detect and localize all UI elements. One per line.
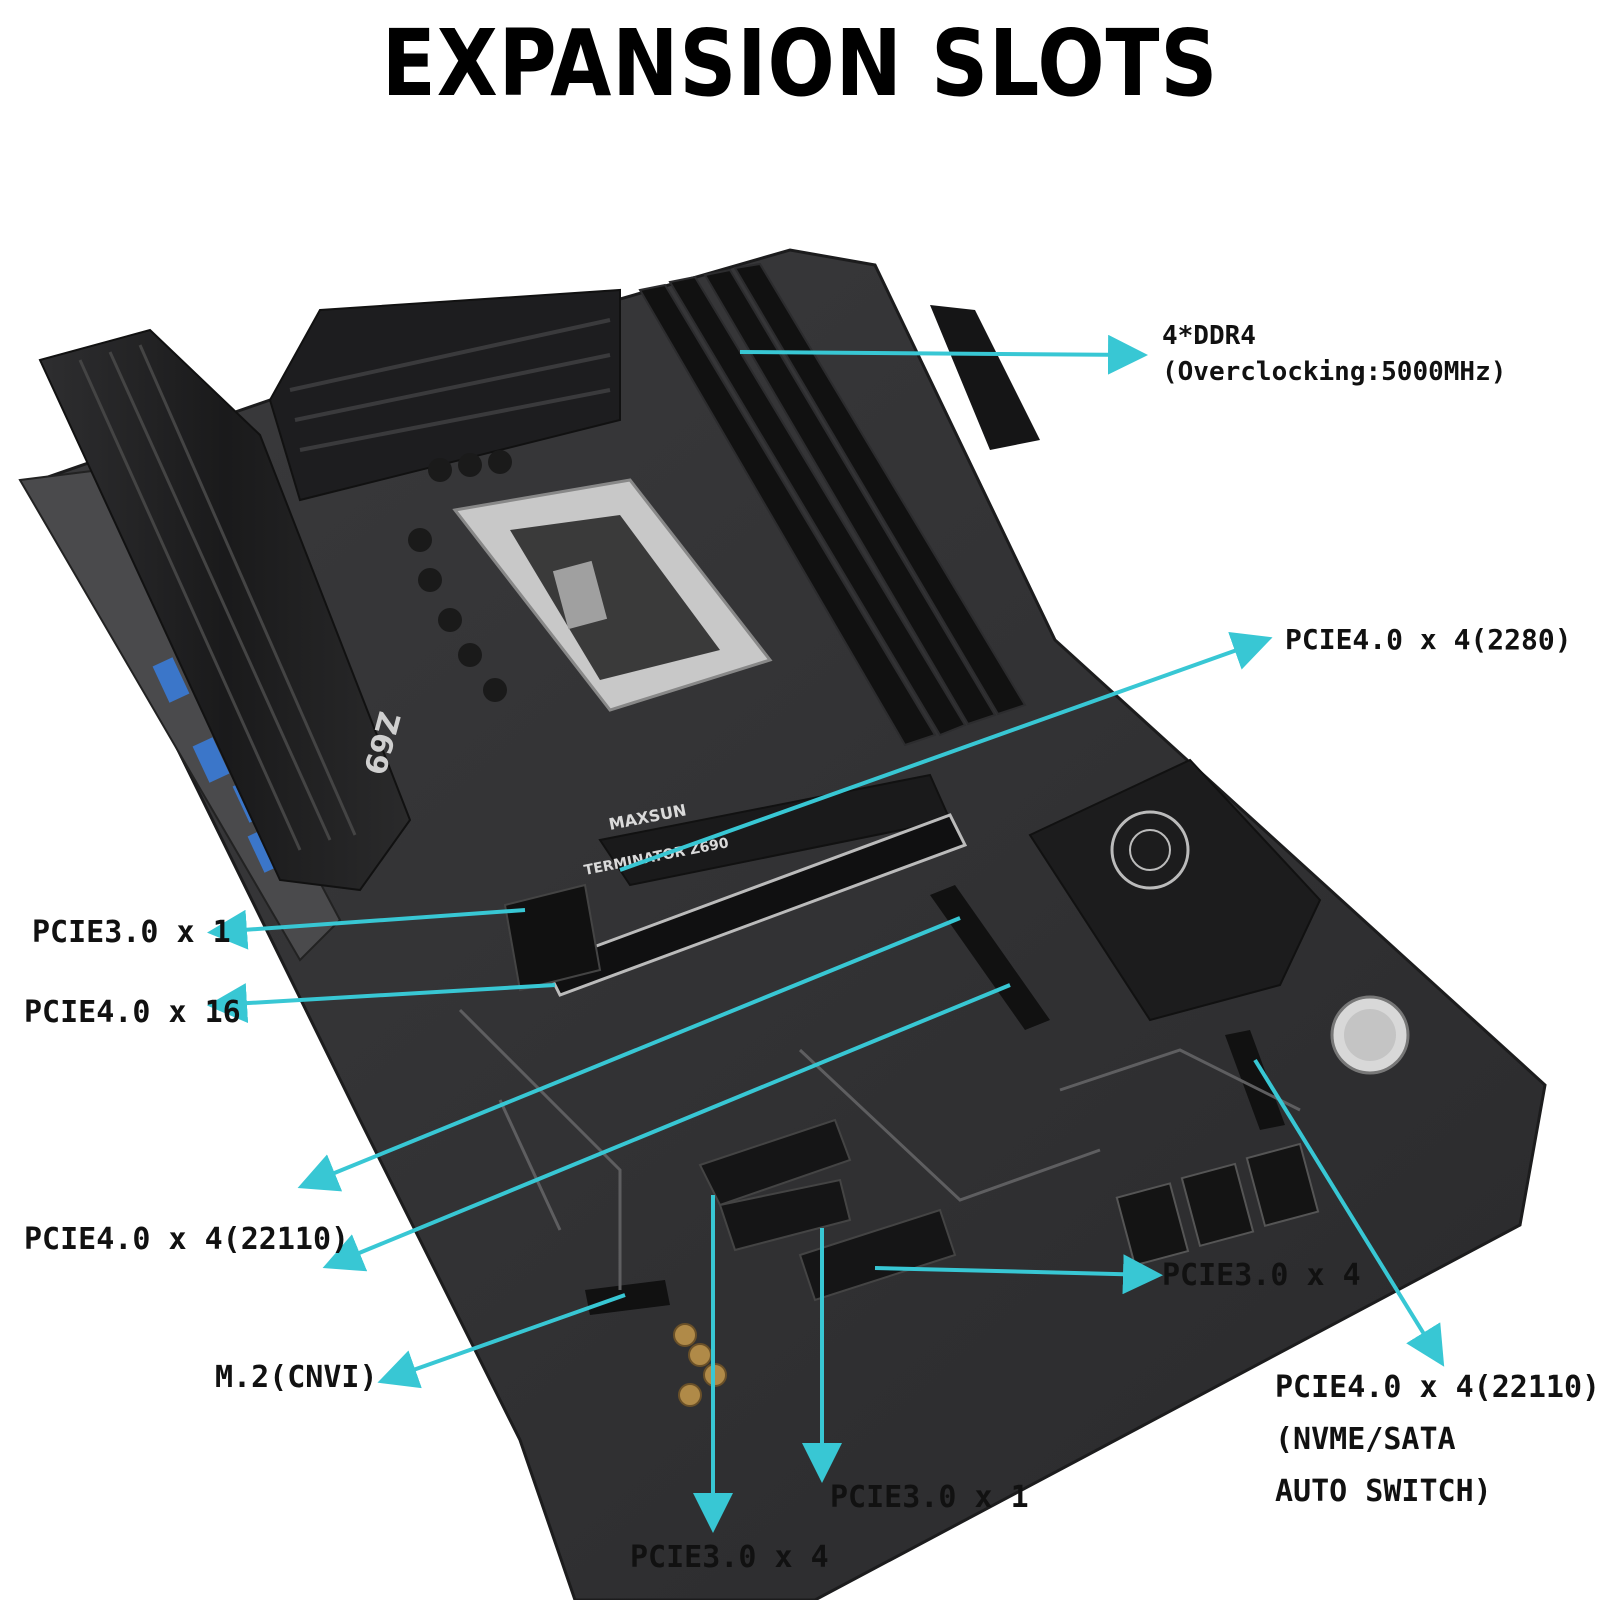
chipset-heatsink bbox=[1028, 758, 1322, 1022]
label-pcie40x4-2280: PCIE4.0 x 4(2280) bbox=[1285, 623, 1572, 656]
label-pcie40x4-22110-left: PCIE4.0 x 4(22110) bbox=[24, 1222, 350, 1257]
label-m2-cnvi: M.2(CNVI) bbox=[215, 1360, 378, 1395]
label-pcie40x4-22110-right-line1: PCIE4.0 x 4(22110) bbox=[1275, 1370, 1600, 1405]
label-pcie30x4-bottom: PCIE3.0 x 4 bbox=[630, 1540, 829, 1575]
vrm-chokes bbox=[408, 450, 512, 702]
m2-slot-22110-b bbox=[1225, 1030, 1285, 1130]
atx-power-connector bbox=[930, 305, 1040, 450]
chipset-logo-icon bbox=[1110, 810, 1190, 890]
arrow-pcie30x1-left bbox=[207, 908, 526, 950]
arrow-pcie40x4-22110-left-b bbox=[322, 983, 1011, 1272]
label-ddr4: 4*DDR4 (Overclocking:5000MHz) bbox=[1162, 318, 1506, 390]
m2-slot-cnvi bbox=[585, 1280, 670, 1315]
label-pcie40x4-22110-right: PCIE4.0 x 4(22110) (NVME/SATA AUTO SWITC… bbox=[1275, 1362, 1600, 1518]
pcie-x1-slot-top bbox=[503, 883, 602, 992]
arrow-ddr4 bbox=[739, 334, 1148, 375]
arrow-pcie40x4-2280 bbox=[619, 631, 1273, 872]
arrow-pcie40x4-22110-right bbox=[1253, 1058, 1445, 1367]
wifi-antenna-connectors bbox=[673, 1323, 727, 1407]
arrow-pcie30x4-right bbox=[874, 1254, 1163, 1295]
arrow-m2-cnvi bbox=[377, 1293, 626, 1389]
pcie-x1-slot-lower bbox=[718, 1178, 852, 1252]
callout-arrows bbox=[207, 334, 1445, 1533]
label-pcie30x1-bottom: PCIE3.0 x 1 bbox=[830, 1480, 1029, 1515]
label-ddr4-line2: (Overclocking:5000MHz) bbox=[1162, 357, 1507, 387]
label-ddr4-line1: 4*DDR4 bbox=[1162, 321, 1256, 351]
arrow-pcie40x4-22110-left-a bbox=[297, 916, 961, 1192]
label-pcie40x4-22110-right-line2: (NVME/SATA bbox=[1275, 1422, 1456, 1457]
pcie-x4-slot-left bbox=[698, 1118, 852, 1207]
arrow-pcie40x16 bbox=[207, 983, 556, 1024]
label-pcie40x16: PCIE4.0 x 16 bbox=[24, 995, 241, 1030]
label-pcie30x4-right: PCIE3.0 x 4 bbox=[1162, 1258, 1361, 1293]
m2-slot-22110-a bbox=[930, 885, 1050, 1030]
label-pcie30x1-left: PCIE3.0 x 1 bbox=[32, 915, 231, 950]
page-title: EXPANSION SLOTS bbox=[381, 10, 1219, 117]
pcie-x4-slot-right bbox=[798, 1208, 957, 1302]
label-pcie40x4-22110-right-line3: AUTO SWITCH) bbox=[1275, 1474, 1492, 1509]
pcb-traces bbox=[458, 1008, 1301, 1290]
dimm-slots bbox=[638, 262, 1027, 747]
